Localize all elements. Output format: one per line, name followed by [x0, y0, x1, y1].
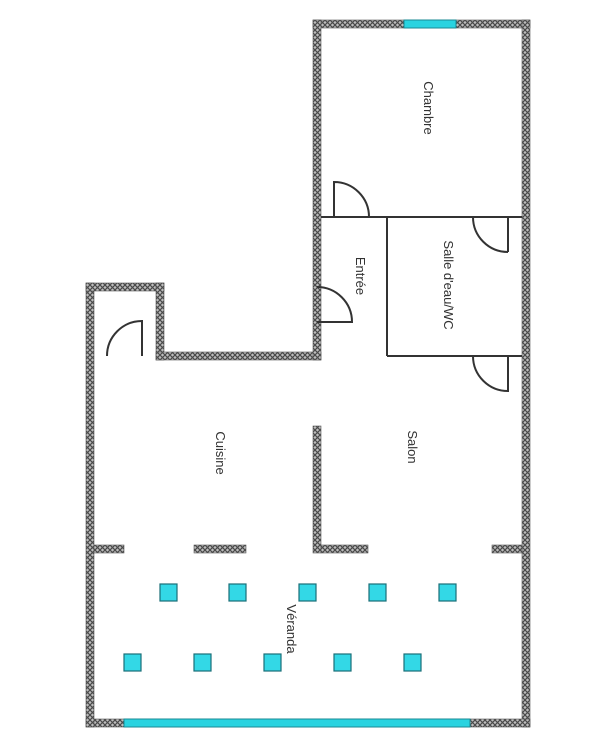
door-chambre	[333, 180, 370, 218]
pillar	[123, 653, 142, 672]
pillar	[263, 653, 282, 672]
partition-veranda-1	[93, 544, 125, 554]
pillar	[438, 583, 457, 602]
wall-right	[521, 19, 531, 728]
veranda-pillars	[123, 583, 457, 672]
door-salle-eau-top	[472, 216, 509, 253]
window-veranda	[123, 718, 471, 728]
pillar	[228, 583, 247, 602]
door-salle-eau-bottom	[472, 355, 509, 393]
door-cuisine	[106, 319, 143, 357]
partition-veranda-3	[320, 544, 369, 554]
pillar	[193, 653, 212, 672]
windows	[123, 19, 471, 728]
label-salon: Salon	[405, 430, 420, 463]
label-chambre: Chambre	[421, 81, 436, 134]
pillar	[403, 653, 422, 672]
door-entree	[316, 286, 354, 323]
label-veranda: Véranda	[284, 604, 299, 654]
wall-top-left	[85, 282, 165, 292]
pillar	[368, 583, 387, 602]
label-entree: Entrée	[353, 257, 368, 295]
wall-notch-vertical	[155, 282, 165, 361]
pillar	[298, 583, 317, 602]
partition-veranda-2	[193, 544, 247, 554]
exterior-walls	[85, 19, 531, 728]
partition-cuisine-salon	[312, 425, 322, 554]
wall-notch-horizontal	[155, 351, 322, 361]
partition-veranda-4	[491, 544, 523, 554]
pillar	[333, 653, 352, 672]
salle-eau-walls	[321, 216, 522, 357]
pillar	[159, 583, 178, 602]
label-salle-eau: Salle d'eau/WC	[441, 240, 456, 329]
label-cuisine: Cuisine	[213, 431, 228, 474]
wall-entree-left	[312, 19, 322, 361]
window-chambre	[403, 19, 457, 29]
doors	[106, 180, 509, 393]
wall-left	[85, 282, 95, 728]
interior-walls	[93, 425, 523, 554]
